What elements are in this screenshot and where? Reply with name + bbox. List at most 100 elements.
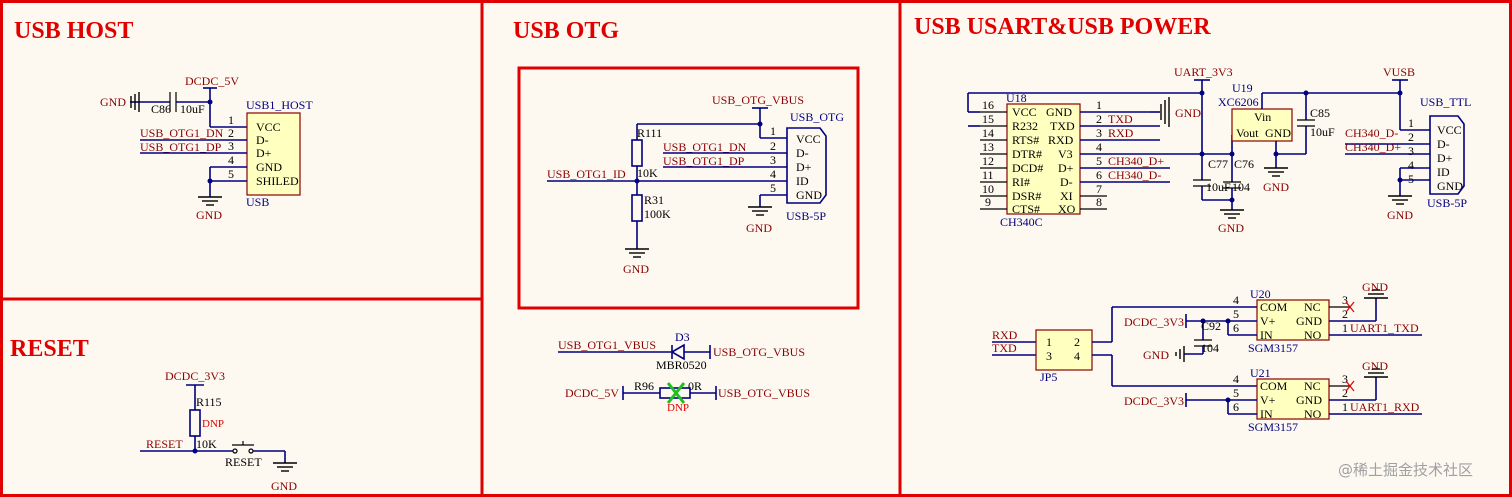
pin-number: 3 xyxy=(1342,293,1348,307)
r111-body xyxy=(631,139,643,167)
pin-name: SHILED xyxy=(256,174,299,188)
r31-value: 100K xyxy=(644,207,671,221)
u21-sgm3157 xyxy=(1256,378,1330,420)
pin-name: NC xyxy=(1304,379,1321,393)
vusb-label: VUSB xyxy=(1383,65,1415,79)
pin-number: 4 xyxy=(1233,293,1239,307)
host-dn-net: USB_OTG1_DN xyxy=(140,126,224,140)
host-gnd-bottom-label: GND xyxy=(196,208,222,222)
u20-sgm3157 xyxy=(1256,299,1330,341)
pin-number: 3 xyxy=(1046,349,1052,363)
usb-ttl-dn-net: CH340_D- xyxy=(1345,126,1398,140)
pin-number: 3 xyxy=(770,153,776,167)
pin-name: D- xyxy=(1437,137,1450,151)
otg-dp-net: USB_OTG1_DP xyxy=(663,154,745,168)
c85-ref: C85 xyxy=(1310,106,1330,120)
section-title-usb-host: USB HOST xyxy=(14,18,133,44)
c85-value: 10uF xyxy=(1310,125,1335,139)
pin-number: 1 xyxy=(1342,321,1348,335)
usb1-host-pins: 1 2 3 4 5 VCC D- D+ GND SHILED xyxy=(228,113,299,188)
pin-number: 5 xyxy=(1408,172,1414,186)
pin-number: 5 xyxy=(1233,386,1239,400)
usb-otg-block: USB_OTG_VBUS USB_OTG USB-5P 1 2 3 4 5 VC… xyxy=(547,93,844,276)
reset-net-label: RESET xyxy=(146,437,183,451)
pin-number: 1 xyxy=(1342,400,1348,414)
usb-ttl-pins: 1 2 3 4 5 VCC D- D+ ID GND xyxy=(1408,116,1463,193)
usb-ttl-name: USB-5P xyxy=(1427,196,1467,210)
u19-ref: U19 xyxy=(1232,81,1253,95)
pin-name: V+ xyxy=(1260,314,1276,328)
pin-name: COM xyxy=(1260,379,1288,393)
pin-name: GND xyxy=(256,160,282,174)
pin-number: 15 xyxy=(982,112,994,126)
pin-number: 2 xyxy=(1342,307,1348,321)
pin-number: 1 xyxy=(1096,98,1102,112)
otg-vbus-label: USB_OTG_VBUS xyxy=(712,93,804,107)
pin-number: 6 xyxy=(1233,321,1239,335)
pin-number: 14 xyxy=(982,126,994,140)
pin-number: 12 xyxy=(982,154,994,168)
c77-gnd-label: GND xyxy=(1218,221,1244,235)
u18-txd-net: TXD xyxy=(1108,112,1133,126)
jp5-txd-net: TXD xyxy=(992,341,1017,355)
pin-name: D- xyxy=(796,146,809,160)
u19-name: XC6206 xyxy=(1218,95,1259,109)
d3-diode-symbol xyxy=(670,343,685,361)
r115-dnp: DNP xyxy=(202,418,224,430)
c92-gnd-label: GND xyxy=(1143,348,1169,362)
pin-number: 4 xyxy=(1233,372,1239,386)
pin-name: COM xyxy=(1260,300,1288,314)
pin-name: VCC xyxy=(1012,105,1037,119)
pin-name: RXD xyxy=(1048,133,1074,147)
c86-value: 10uF xyxy=(180,102,205,116)
pin-number: 3 xyxy=(1096,126,1102,140)
jp5-ref: JP5 xyxy=(1040,370,1057,384)
pin-number: 2 xyxy=(1074,335,1080,349)
c77-ref: C77 xyxy=(1208,157,1228,171)
pin-name: NO xyxy=(1304,407,1322,421)
pin-name: GND xyxy=(796,188,822,202)
d3-ref: D3 xyxy=(675,330,690,344)
uart-3v3-label: UART_3V3 xyxy=(1174,65,1233,79)
pin-name: ID xyxy=(796,174,809,188)
u18-dp-net: CH340_D+ xyxy=(1108,154,1164,168)
u18-rxd-net: RXD xyxy=(1108,126,1134,140)
pin-number: 7 xyxy=(1096,182,1102,196)
reset-switch-label: RESET xyxy=(225,455,262,469)
u21-name: SGM3157 xyxy=(1248,420,1298,434)
pin-number: 4 xyxy=(770,167,776,181)
usb-ttl-ref: USB_TTL xyxy=(1420,95,1471,109)
pin-name: D+ xyxy=(1058,161,1074,175)
usb1-host-name: USB xyxy=(246,195,269,209)
pin-name: RI# xyxy=(1012,175,1030,189)
pin-name: GND xyxy=(1046,105,1072,119)
u20-ref: U20 xyxy=(1250,287,1271,301)
u18-ref: U18 xyxy=(1006,91,1027,105)
jp5-rxd-net: RXD xyxy=(992,328,1018,342)
u21-ref: U21 xyxy=(1250,366,1271,380)
usart-block: U18 CH340C 16 15 14 13 12 11 10 9 VCC R2… xyxy=(967,65,1471,235)
pin-number: 1 xyxy=(1408,116,1414,130)
pin-number: 16 xyxy=(982,98,994,112)
r111-value: 10K xyxy=(637,166,658,180)
host-dp-net: USB_OTG1_DP xyxy=(140,140,222,154)
c77-value: 10uF xyxy=(1206,180,1231,194)
pin-number: 5 xyxy=(228,167,234,181)
r31-body xyxy=(631,194,643,222)
pin-number: 3 xyxy=(1342,372,1348,386)
pin-name: GND xyxy=(1296,393,1322,407)
otg-gnd2-label: GND xyxy=(746,221,772,235)
otg-conn-pins: 1 2 3 4 5 VCC D- D+ ID GND xyxy=(770,124,822,202)
pin-number: 9 xyxy=(985,195,991,209)
r111-ref: R111 xyxy=(637,126,662,140)
watermark: @稀土掘金技术社区 xyxy=(1338,461,1473,479)
pin-number: 4 xyxy=(1408,158,1414,172)
c92-value: 104 xyxy=(1201,341,1219,355)
pin-number: 4 xyxy=(228,153,234,167)
c86-ref: C86 xyxy=(151,102,171,116)
u18-ch340c xyxy=(1006,103,1081,215)
otg-gnd1-label: GND xyxy=(623,262,649,276)
uart1-rxd-net: UART1_RXD xyxy=(1350,400,1420,414)
pin-number: 2 xyxy=(1096,112,1102,126)
